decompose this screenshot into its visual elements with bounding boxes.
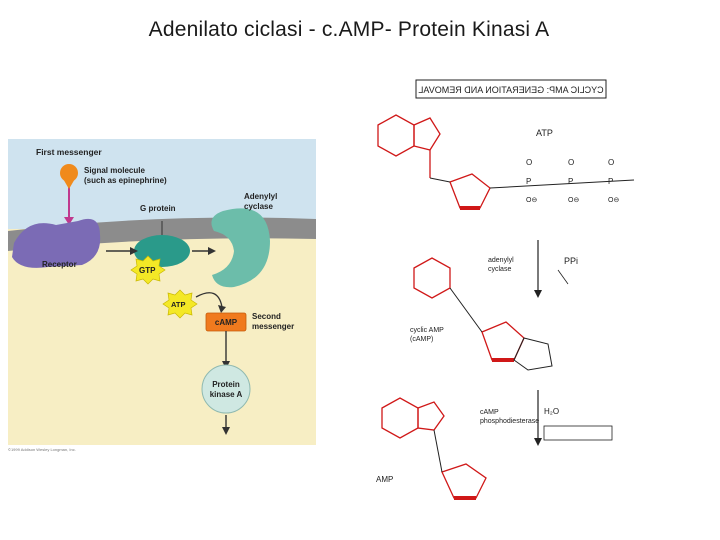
svg-text:O: O [526, 158, 532, 167]
svg-text:O⊖: O⊖ [568, 197, 579, 204]
camp-chemistry-figure: CYCLIC AMP: GENERATION AND REMOVAL O O O… [368, 70, 668, 520]
svg-text:O: O [568, 158, 574, 167]
camp-chem-label: cyclic AMP [410, 327, 444, 334]
pka-label: Protein [212, 380, 240, 389]
pde-label: cAMP [480, 409, 499, 416]
figure-credit: ©1999 Addison Wesley Longman, Inc. [8, 447, 76, 452]
atp-label: ATP [171, 300, 185, 309]
slide-title: Adenilato ciclasi - c.AMP- Protein Kinas… [148, 18, 550, 41]
signal-molecule-sublabel: (such as epinephrine) [84, 176, 167, 185]
receptor-label: Receptor [42, 260, 77, 269]
receptor-shape [12, 218, 101, 268]
ppi-label: PPi [564, 256, 578, 266]
cyclase-chem-label: cyclase [488, 266, 511, 273]
adenylyl-chem-label: adenylyl [488, 257, 514, 264]
camp-label: cAMP [215, 318, 238, 327]
atp-star [162, 289, 198, 319]
signaling-pathway-figure: First messenger Signal molecule (such as… [8, 139, 316, 445]
adenylyl-label: Adenylyl [244, 192, 277, 201]
svg-text:O: O [608, 158, 614, 167]
banner-box [415, 79, 607, 99]
atp-chem-label: ATP [536, 128, 553, 138]
pathway-svg: First messenger Signal molecule (such as… [8, 139, 316, 445]
svg-text:P: P [526, 177, 531, 186]
pka-circle [201, 364, 251, 414]
pde-sublabel: phosphodiesterase [480, 418, 539, 425]
gtp-label: GTP [139, 266, 156, 275]
chemistry-svg: CYCLIC AMP: GENERATION AND REMOVAL O O O… [376, 79, 635, 500]
cyclase-label: cyclase [244, 202, 273, 211]
banner-text: CYCLIC AMP: GENERATION AND REMOVAL [418, 85, 603, 95]
svg-text:P: P [568, 177, 573, 186]
first-messenger-label: First messenger [36, 147, 102, 157]
messenger-label: messenger [252, 322, 294, 331]
extracellular-space [8, 139, 316, 229]
signal-molecule-label: Signal molecule [84, 166, 145, 175]
camp-chem-sublabel: (cAMP) [410, 336, 433, 343]
svg-text:O⊖: O⊖ [608, 197, 619, 204]
pka-sublabel: kinase A [210, 390, 243, 399]
cyclase-shape [211, 208, 270, 288]
amp-label: AMP [376, 475, 393, 484]
signal-arrowhead [64, 217, 74, 225]
svg-text:P: P [608, 177, 613, 186]
svg-text:O⊖: O⊖ [526, 197, 537, 204]
g-protein-label: G protein [140, 204, 176, 213]
svg-text:H₂O: H₂O [544, 407, 559, 416]
second-label: Second [252, 312, 281, 321]
gtp-star [130, 255, 166, 285]
